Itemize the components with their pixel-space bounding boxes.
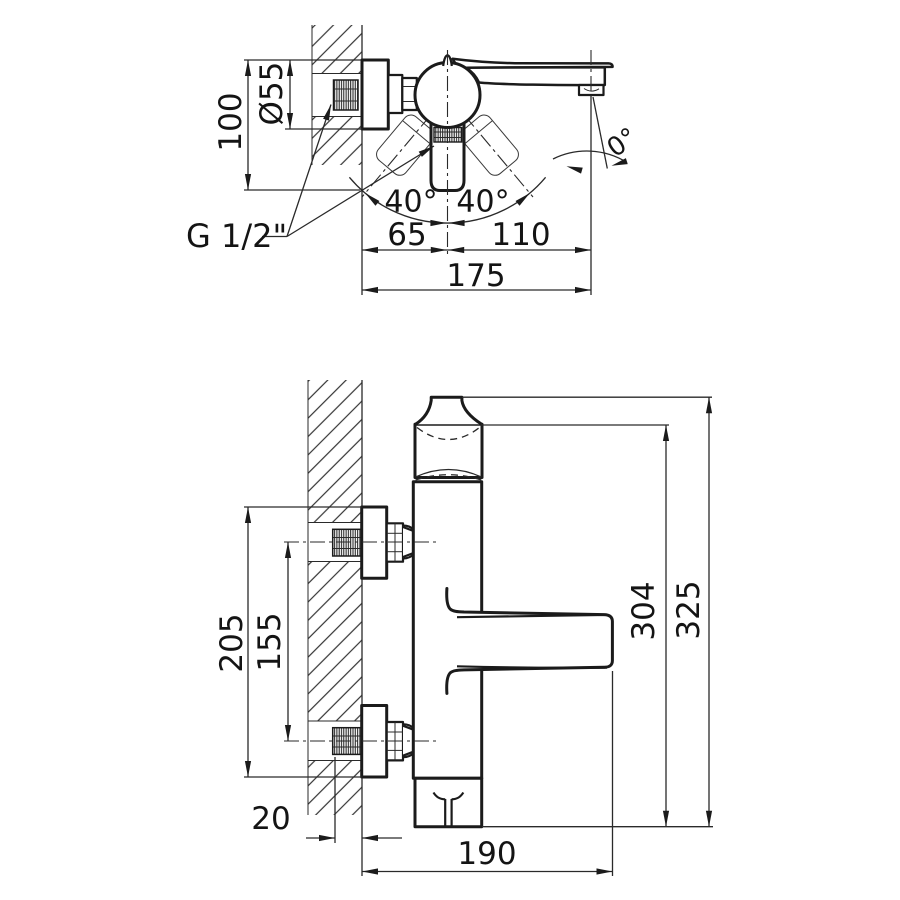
spout-body [464, 65, 607, 87]
dim-304: 304 [481, 424, 670, 827]
dim-height-label: 100 [213, 92, 249, 151]
faucet-top [360, 50, 614, 256]
wall-flange [360, 58, 390, 131]
dim-65-label: 65 [387, 217, 426, 253]
dim-190-label: 190 [457, 836, 516, 872]
spout-angle-label: 0° [602, 122, 643, 164]
thread-size-label: G 1/2" [186, 217, 287, 255]
dim-65-110: 65 110 [362, 217, 591, 254]
thread-callout: G 1/2" [186, 103, 436, 255]
swing-arc [348, 176, 547, 227]
dim-diameter-label: Ø55 [254, 62, 290, 126]
dim-155: 155 [252, 542, 292, 741]
spout-inner-bottom [456, 665, 608, 669]
mounts [360, 505, 421, 779]
connector-nut [387, 73, 404, 115]
ring-seam-arc [415, 468, 482, 478]
top-view: 40° 40° 0° 100 Ø55 [186, 25, 643, 295]
wall-section-top [311, 25, 363, 295]
eccentric-thread-upper [331, 528, 363, 557]
wall-hatch [312, 25, 362, 74]
swing-axis-right [447, 94, 534, 198]
spout-outline [445, 587, 614, 695]
swing-axis-left [361, 94, 448, 198]
faucet-side [284, 395, 614, 829]
hidden-ring-arc [415, 474, 482, 481]
dim-175: 175 [362, 258, 591, 294]
wall-hatch [312, 116, 362, 165]
hidden-cartridge-arc [416, 426, 480, 441]
dim-20: 20 [251, 757, 402, 843]
dim-155-label: 155 [252, 612, 288, 671]
spout-inner-top [456, 613, 608, 619]
wall-section-side [307, 380, 363, 876]
handle-knob [414, 395, 484, 426]
threaded-tail [332, 79, 359, 111]
wall-hatch [308, 561, 362, 721]
dim-205-label: 205 [214, 613, 250, 672]
dim-205: 205 [214, 506, 362, 778]
dim-175-label: 175 [446, 258, 505, 294]
angle-left-label: 40° [384, 185, 437, 220]
dim-20-label: 20 [251, 801, 290, 837]
dim-190: 190 [362, 671, 614, 876]
angle-right-label: 40° [456, 185, 509, 220]
escutcheon-upper [360, 505, 389, 580]
dim-325-label: 325 [671, 580, 707, 639]
cartridge-housing [413, 422, 484, 479]
dim-304-label: 304 [626, 581, 662, 640]
dim-110-label: 110 [491, 217, 550, 253]
wall-hatch [308, 380, 362, 523]
dim-height-100: 100 [213, 59, 361, 191]
side-view: 205 155 304 325 [214, 380, 713, 876]
dim-diameter-55: Ø55 [254, 60, 362, 130]
dim-325: 325 [462, 396, 713, 828]
shower-outlet [413, 776, 484, 829]
hose-connector-icon [432, 791, 465, 827]
